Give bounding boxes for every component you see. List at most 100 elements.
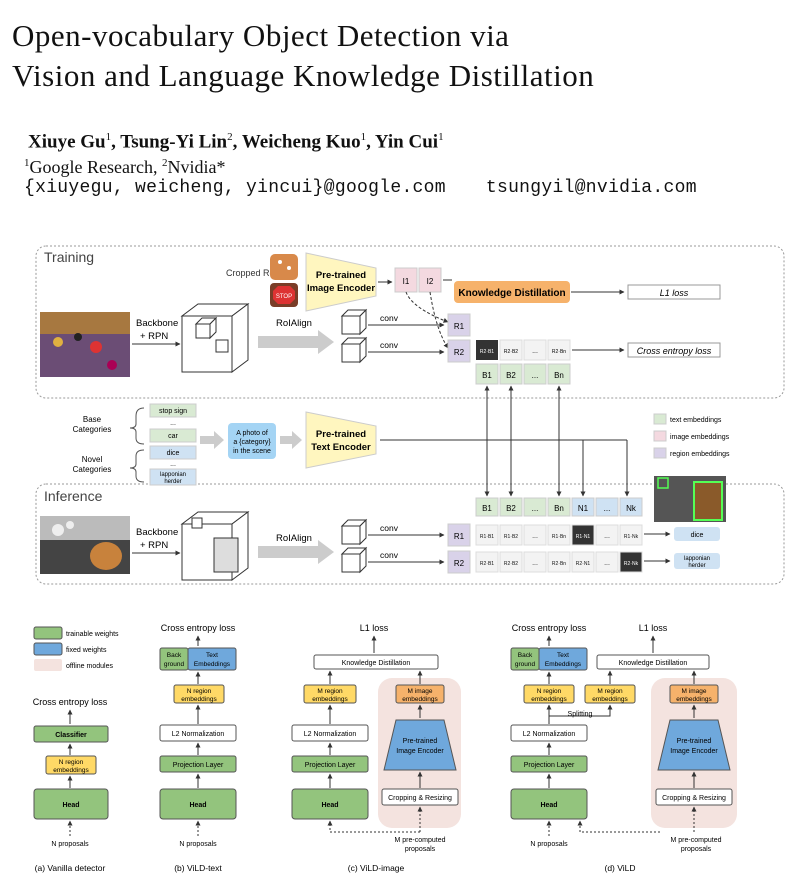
c-embed-box [303, 684, 357, 704]
b-proj: Projection Layer [173, 762, 224, 769]
author-2-affil: 2 [227, 131, 233, 143]
score-cell [523, 524, 547, 546]
inf-embed-ellipsis-1: ... [532, 504, 539, 513]
d-encoder-block [657, 719, 731, 771]
text-encoder-block [305, 411, 377, 469]
b-embed-box [173, 684, 225, 704]
kd-label: Knowledge Distillation [458, 288, 565, 299]
d-m-embed-2: embeddings [592, 696, 628, 703]
caption-c: (c) ViLD-image [348, 863, 405, 873]
a-head: Head [62, 802, 79, 809]
paper-title-line-1: Open-vocabulary Object Detection via [12, 18, 510, 53]
base-categories-label-2: Categories [73, 425, 112, 434]
c-kd-box [313, 654, 439, 670]
r2-label-inf: R2 [454, 559, 465, 568]
c-embed-2: embeddings [312, 696, 348, 703]
c-proposals-1: M pre-computed [395, 837, 446, 844]
author-list: Xiuye Gu1, Tsung-Yi Lin2, Weicheng Kuo1,… [28, 131, 444, 153]
d-m-proposals-2: proposals [681, 846, 712, 853]
author-2: Tsung-Yi Lin [120, 131, 228, 153]
score-cell-label: R1·Nk [624, 534, 639, 540]
d-encoder-2: Image Encoder [670, 748, 718, 755]
d-n-embed-2: embeddings [531, 696, 567, 703]
author-3: Weicheng Kuo [241, 131, 361, 153]
image-encoder-block [305, 252, 377, 312]
d-m-embed-box [584, 684, 636, 704]
legend-image-embeddings: image embeddings [670, 434, 730, 441]
author-sep: , [111, 131, 121, 153]
score-cell [499, 524, 523, 546]
score-cell-label: R2·B1 [480, 561, 494, 567]
d-proj: Projection Layer [524, 762, 575, 769]
panel-vild: Cross entropy loss L1 loss Back ground T… [510, 623, 733, 873]
i1-label: I1 [403, 277, 410, 286]
d-ce-loss: Cross entropy loss [512, 623, 587, 633]
b-text-1: Text [206, 652, 218, 659]
c-crop-box [381, 788, 459, 806]
c-norm: L2 Normalization [304, 731, 357, 738]
region-embedding-r2-inf [447, 550, 471, 574]
caption-b: (b) ViLD-text [174, 863, 222, 873]
affiliation-google: Google Research, [29, 157, 162, 177]
output-herder-label-1: lapponian [684, 556, 710, 562]
train-score-cell-3 [523, 339, 547, 361]
affiliation-nvidia: Nvidia* [167, 157, 226, 177]
d-kd: Knowledge Distillation [619, 660, 688, 667]
author-4: Yin Cui [374, 131, 439, 153]
c-proj-box [291, 755, 369, 773]
training-label: Training [44, 249, 94, 265]
inference-embeddings: B1 B2 ... Bn N1 ... Nk [475, 497, 643, 517]
inf-embed-nk: Nk [626, 504, 637, 513]
train-embed-bn: Bn [554, 371, 564, 380]
a-embed-line-1: N region [59, 759, 84, 766]
a-embed-line-2: embeddings [53, 767, 89, 774]
d-crop-box [655, 788, 733, 806]
output-herder-label-2: herder [688, 563, 705, 569]
b-text-2: Embeddings [194, 661, 231, 668]
c-embed-1: M region [317, 688, 343, 695]
train-score-cell-4 [547, 339, 571, 361]
affil-sup-2: 2 [161, 157, 168, 169]
affiliations: 1Google Research, 2Nvidia* [24, 157, 225, 178]
train-score-r2b1: R2·B1 [480, 349, 494, 355]
roialign-label-inf: RoIAlign [276, 533, 312, 544]
legend-offline-swatch [34, 659, 62, 671]
c-encoder-block [383, 719, 457, 771]
score-cell [547, 524, 571, 546]
train-embed-b2: B2 [506, 371, 516, 380]
base-categories-label-1: Base [83, 415, 102, 424]
b-proj-box [159, 755, 237, 773]
train-score-cell-2 [499, 339, 523, 361]
c-img-embed-2: embeddings [402, 696, 438, 703]
legend-region-embeddings: region embeddings [670, 451, 730, 458]
caption-d: (d) ViLD [604, 863, 635, 873]
author-sep: , [232, 131, 242, 153]
training-panel [35, 245, 785, 399]
score-cell-label: R2·Bn [552, 561, 566, 567]
score-cell-label: ... [532, 560, 538, 567]
roialign-arrow-train [258, 330, 334, 354]
r1-label-train: R1 [454, 322, 465, 331]
d-background-1: Back [518, 652, 533, 659]
prompt-line-3: in the scene [233, 448, 271, 455]
train-score-r2bn: R2·Bn [552, 349, 566, 355]
c-proposals-2: proposals [405, 846, 436, 853]
ce-loss-label: Cross entropy loss [637, 346, 712, 356]
score-cell [571, 551, 595, 573]
c-img-embed-box [395, 684, 445, 704]
c-encoder-1: Pre-trained [403, 738, 438, 745]
crop-dice-image [270, 254, 298, 280]
d-proj-box [510, 755, 588, 773]
score-cell-label: R1·B1 [480, 534, 494, 540]
score-cell [475, 551, 499, 573]
score-cell-label: R1·B2 [504, 534, 518, 540]
text-encoder-label-2: Text Encoder [311, 442, 371, 453]
conv-label-3: conv [380, 523, 399, 533]
inference-feature-cube [180, 511, 250, 581]
panel-vanilla-detector: Cross entropy loss Classifier N region e… [33, 697, 109, 873]
a-proposals: N proposals [51, 841, 89, 848]
category-base-ellipsis: ... [170, 420, 176, 427]
inf-embed-b2: B2 [506, 504, 516, 513]
region-embedding-r2-train [447, 339, 471, 363]
score-cell [547, 551, 571, 573]
